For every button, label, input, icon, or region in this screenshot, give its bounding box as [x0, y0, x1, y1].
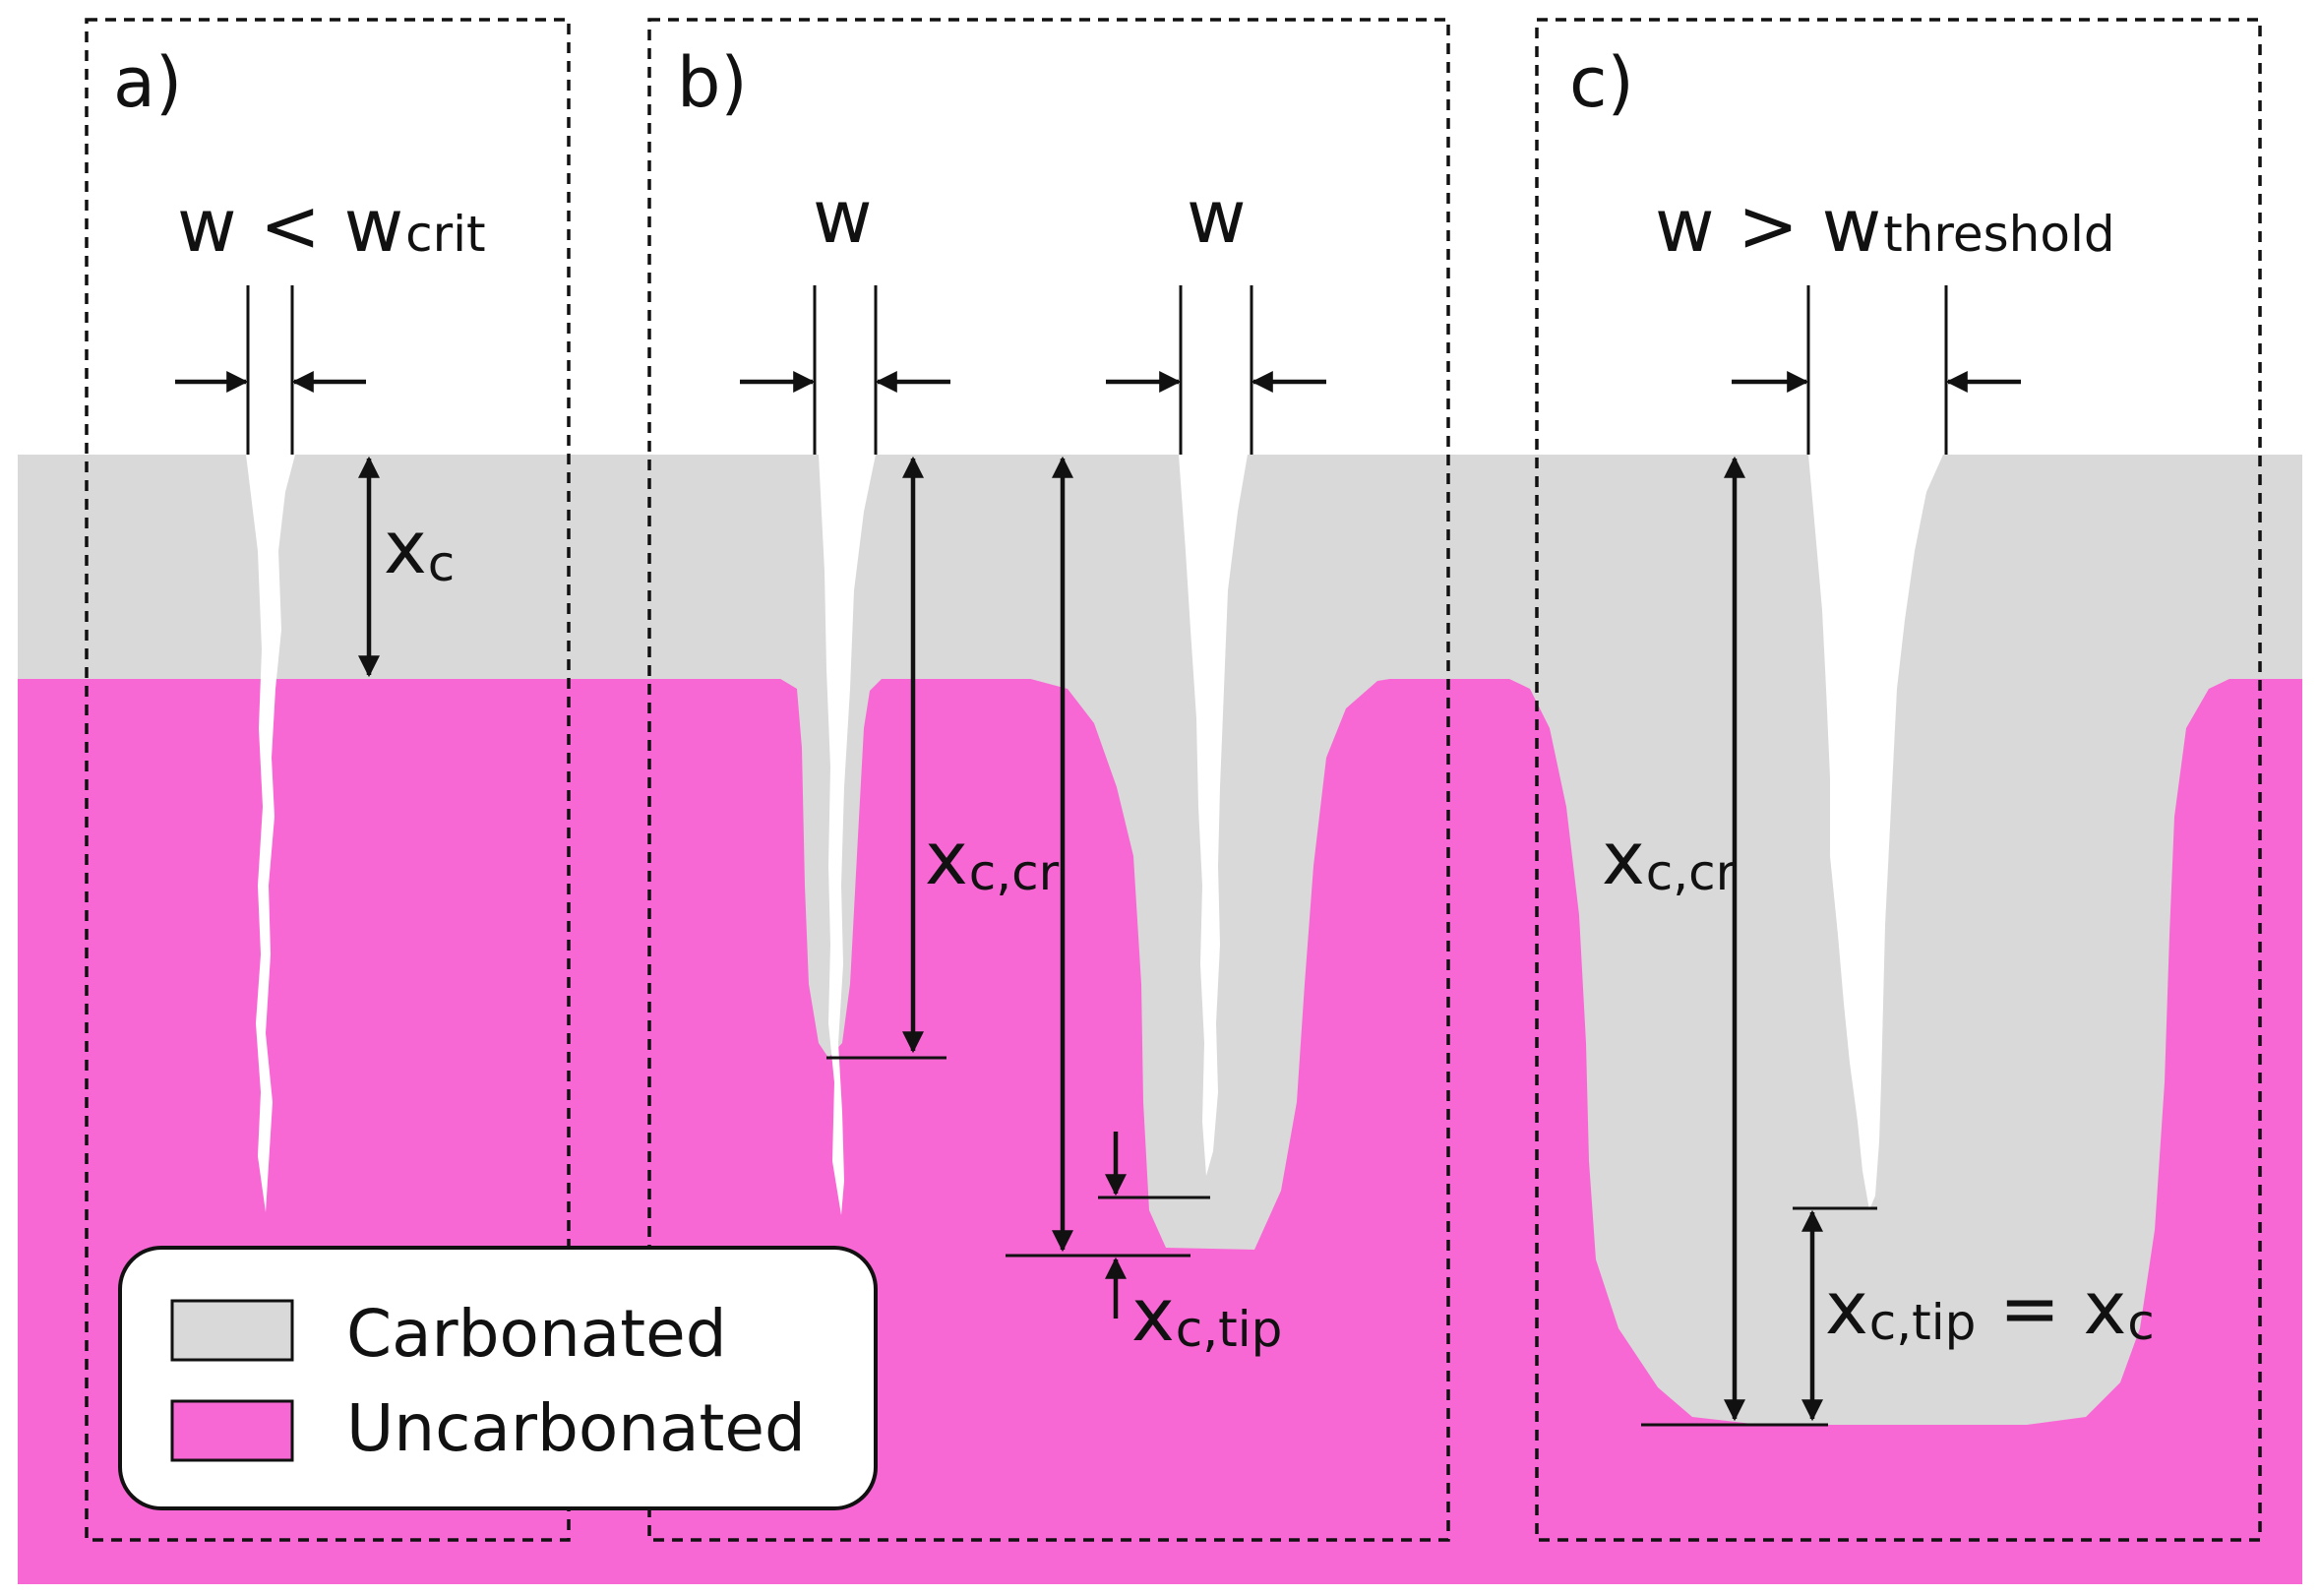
panel-b-width-label-1: w — [813, 175, 873, 260]
legend-label-uncarbonated: Uncarbonated — [346, 1390, 806, 1466]
panel-c-xccr-label: xc,cr — [1602, 817, 1737, 901]
panel-c-tip-label: xc,tip = xc — [1825, 1266, 2155, 1351]
panel-c-width-label: w > wthreshold — [1655, 184, 2115, 269]
panel-b-xccr-label: xc,cr — [925, 817, 1060, 901]
panel-b-width-label-2: w — [1187, 175, 1247, 260]
panel-b-label: b) — [677, 42, 748, 123]
crack-b2 — [1179, 455, 1248, 1176]
legend-swatch-uncarbonated — [170, 1399, 294, 1462]
panel-a-border — [85, 18, 571, 1542]
carbonated-surface-layer — [18, 455, 2302, 679]
legend-swatch-carbonated — [170, 1299, 294, 1362]
panel-a-depth-label: xc — [384, 506, 455, 592]
panel-b-tip-label: xc,tip — [1131, 1273, 1282, 1358]
legend: Carbonated Uncarbonated — [118, 1246, 878, 1510]
panel-c-label: c) — [1569, 42, 1634, 123]
crack-b1 — [819, 455, 876, 1215]
panel-c-border — [1535, 18, 2262, 1542]
panel-b-border — [647, 18, 1450, 1542]
panel-a-label: a) — [113, 42, 182, 123]
legend-box — [118, 1246, 878, 1510]
crack-c — [1808, 455, 1943, 1210]
crack-a — [246, 455, 295, 1212]
panel-a-width-label: w < wcrit — [177, 184, 486, 269]
legend-label-carbonated: Carbonated — [346, 1296, 727, 1372]
